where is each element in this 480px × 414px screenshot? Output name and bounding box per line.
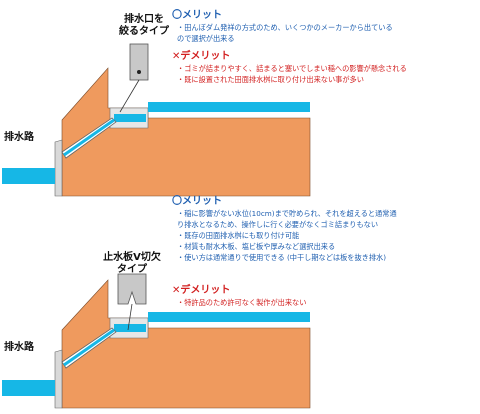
type-label-2-line1: 止水板V切欠 bbox=[103, 252, 161, 263]
merit-item: ・稲に影響がない水位(10cm)まで貯められ、それを超えると通常通 bbox=[177, 209, 397, 218]
type-label-1: 排水口を 絞るタイプ bbox=[104, 14, 184, 38]
basin-water-1 bbox=[114, 114, 146, 122]
merit-item: ・使い方は通常通りで使用できる (中干し期などは板を抜き排水) bbox=[177, 253, 387, 262]
merit-item: ・材質も耐水木板、塩ビ板や厚みなど選択出来る bbox=[177, 242, 336, 251]
type-label-1-line2: 絞るタイプ bbox=[119, 26, 169, 37]
channel-water-1 bbox=[2, 168, 55, 184]
merit-item: ので選択が出来る bbox=[177, 34, 235, 43]
paddy-water-2 bbox=[148, 312, 310, 322]
vnotch-pointer-2 bbox=[127, 303, 133, 331]
notes-panel-2: 〇メリット ・稲に影響がない水位(10cm)まで貯められ、それを超えると通常通 … bbox=[172, 192, 477, 309]
notes-panel-1: 〇メリット ・田んぼダム発祥の方式のため、いくつかのメーカーから出ている ので選… bbox=[172, 6, 477, 86]
merit-item: ・既存の田面排水桝にも取り付け可能 bbox=[177, 231, 300, 240]
type-label-2: 止水板V切欠 タイプ bbox=[92, 252, 172, 276]
merit-item: ・田んぼダム発祥の方式のため、いくつかのメーカーから出ている bbox=[177, 23, 393, 32]
merit-heading-2: 〇メリット bbox=[172, 196, 222, 207]
demerit-item: ・ゴミが詰まりやすく、詰まると塞いでしまい稲への影響が懸念される bbox=[177, 64, 407, 73]
type-label-1-line1: 排水口を bbox=[124, 14, 164, 25]
gate-board-1 bbox=[129, 43, 149, 81]
channel-label-2: 排水路 bbox=[4, 342, 34, 353]
type-label-2-line2: タイプ bbox=[117, 264, 147, 275]
drain-wall-1 bbox=[54, 139, 63, 197]
drain-wall-2 bbox=[54, 349, 63, 409]
channel-label-1: 排水路 bbox=[4, 132, 34, 143]
pipe-flow-2 bbox=[63, 328, 115, 367]
vnotch-board-2 bbox=[117, 273, 147, 305]
gate-hole-1 bbox=[137, 70, 141, 74]
paddy-water-1 bbox=[148, 102, 310, 112]
merit-heading-1: 〇メリット bbox=[172, 10, 222, 21]
basin-water-2 bbox=[114, 324, 146, 332]
demerit-item: ・既に設置された田面排水桝に取り付け出来ない事が多い bbox=[177, 75, 364, 84]
pipe-flow-1 bbox=[63, 118, 115, 157]
demerit-heading-2: ✕デメリット bbox=[172, 285, 231, 296]
demerit-heading-1: ✕デメリット bbox=[172, 51, 231, 62]
merit-item: り排水となるため、操作しに行く必要がなくゴミ詰まりもない bbox=[177, 220, 379, 229]
demerit-item: ・特許品のため許可なく製作が出来ない bbox=[177, 298, 307, 307]
channel-water-2 bbox=[2, 380, 55, 396]
gate-pointer-1 bbox=[119, 79, 140, 113]
